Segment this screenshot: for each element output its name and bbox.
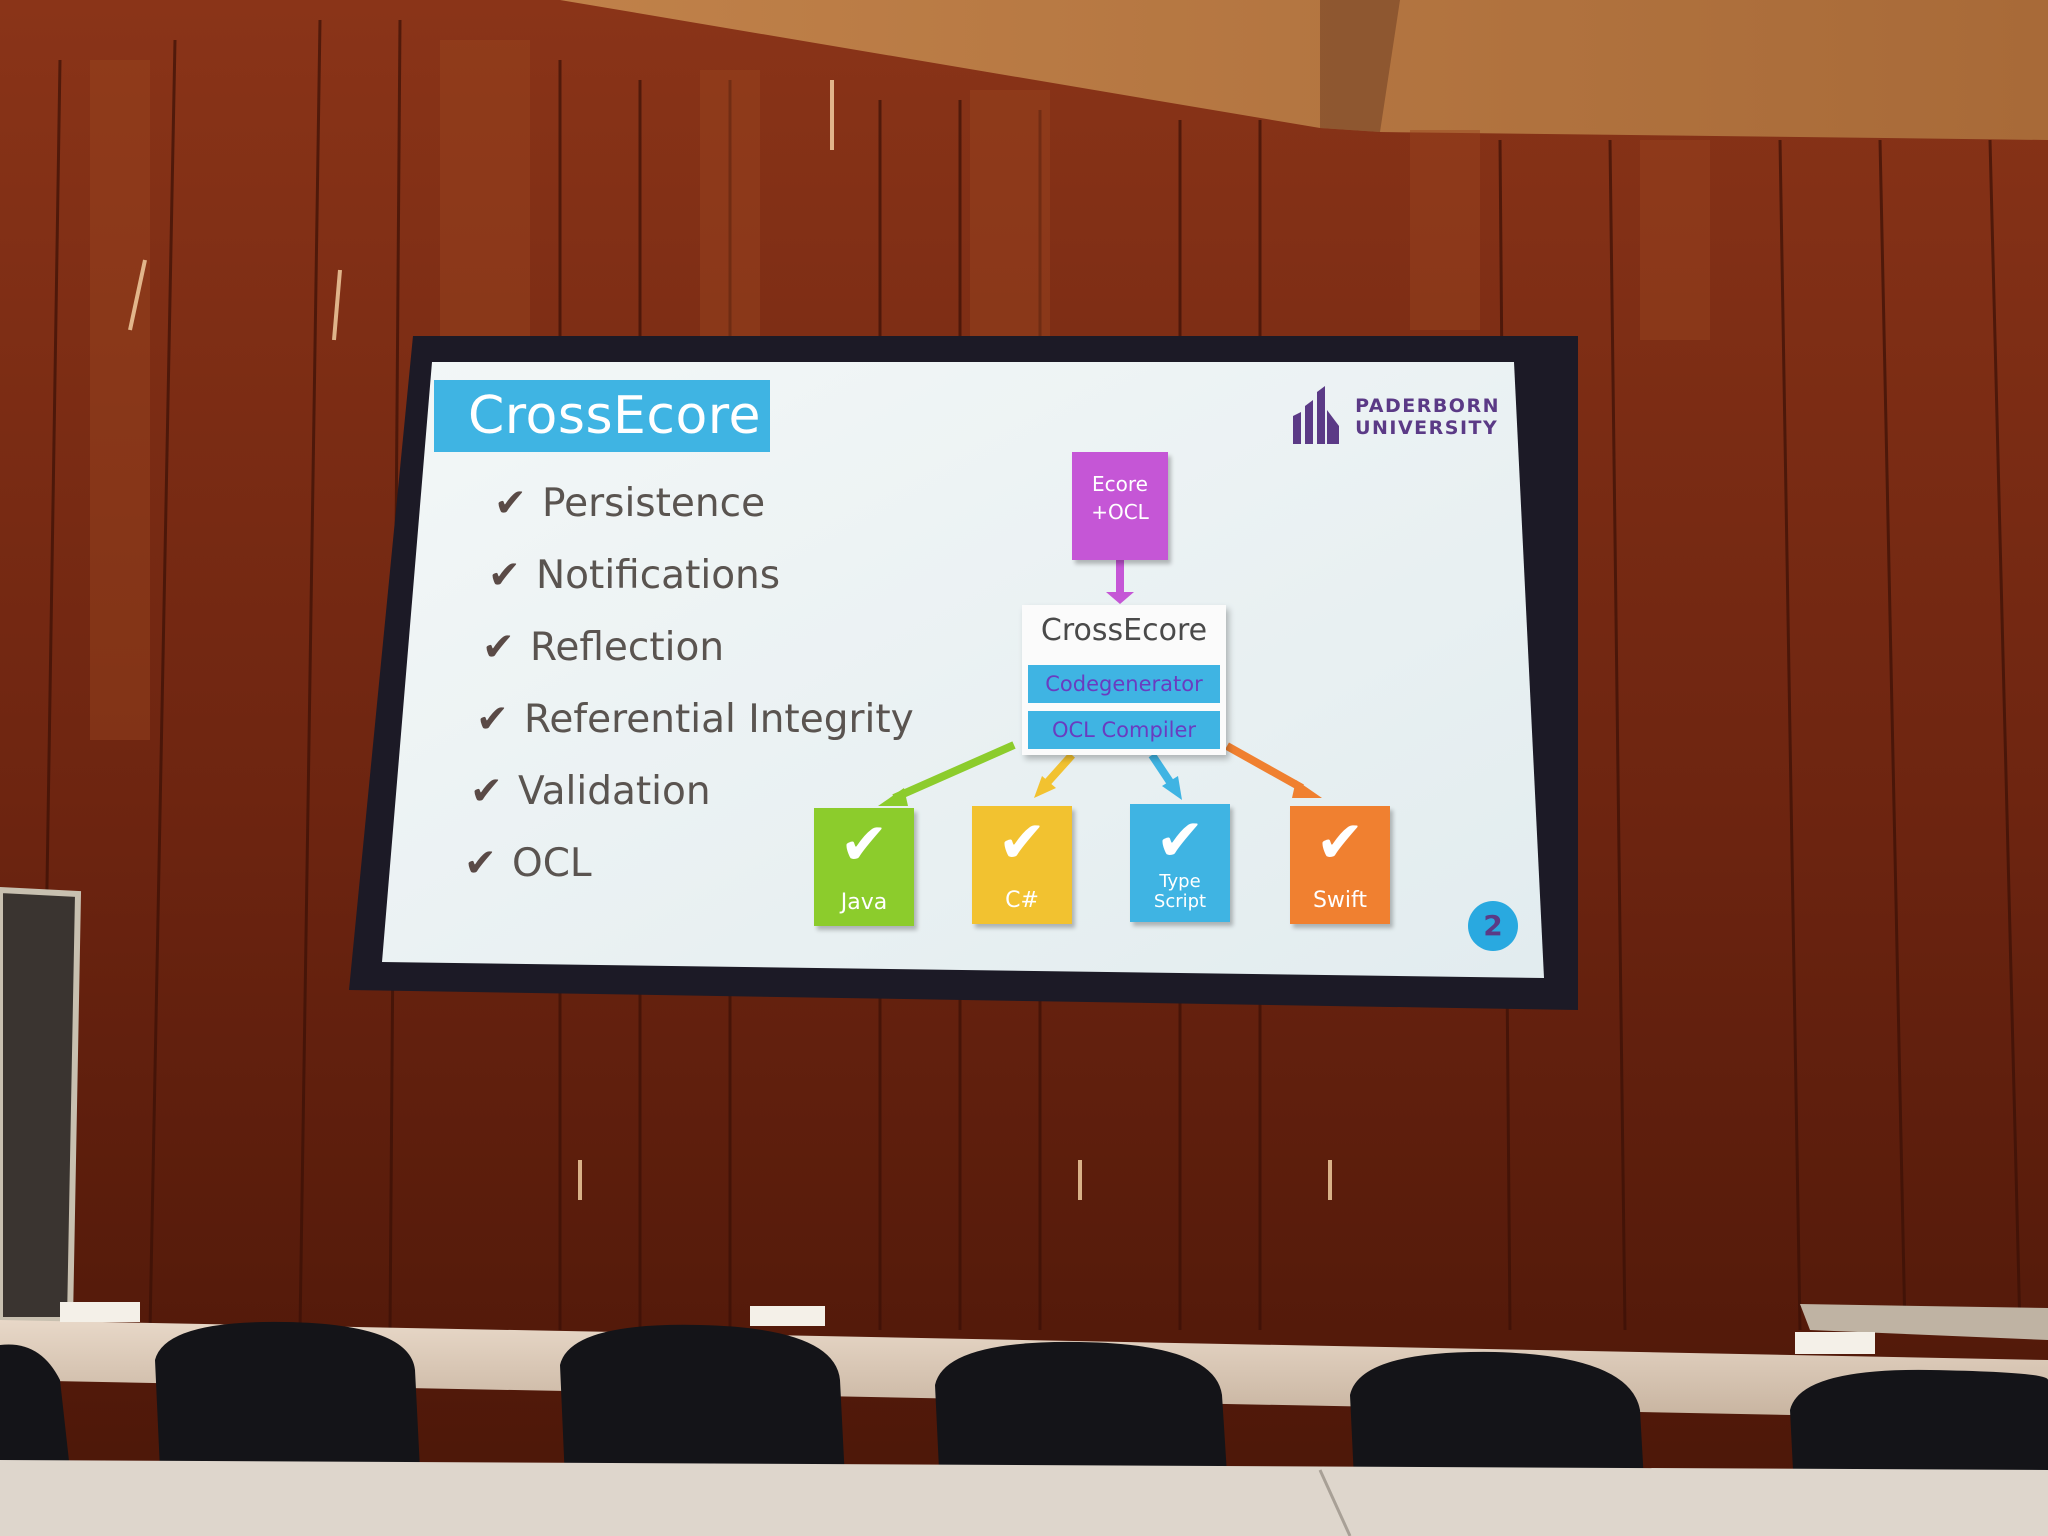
target-label: C# bbox=[1005, 888, 1039, 913]
logo-line-1: PADERBORN bbox=[1355, 395, 1500, 417]
crossecore-box-title: CrossEcore bbox=[1040, 613, 1208, 648]
list-item: ✔ Notifications bbox=[488, 540, 914, 612]
target-label: Java bbox=[840, 890, 888, 915]
arrow-to-swift bbox=[1225, 742, 1322, 798]
list-item: ✔ Persistence bbox=[494, 468, 914, 540]
front-table bbox=[0, 1460, 2048, 1536]
diagram-arrows bbox=[878, 560, 1322, 806]
right-table bbox=[1800, 1304, 2048, 1340]
whiteboard bbox=[0, 886, 82, 1323]
ecore-label: Ecore bbox=[1092, 472, 1148, 496]
acoustic-panels bbox=[90, 40, 1710, 740]
logo-line-2: UNIVERSITY bbox=[1355, 417, 1499, 439]
power-strip-1 bbox=[60, 1302, 140, 1322]
target-java: ✔ Java bbox=[814, 808, 914, 926]
check-icon: ✔ bbox=[482, 625, 515, 670]
bullet-text: Validation bbox=[518, 769, 711, 814]
power-strip-2 bbox=[750, 1306, 825, 1326]
check-icon: ✔ bbox=[494, 481, 527, 526]
ocl-compiler-label: OCL Compiler bbox=[1028, 711, 1220, 749]
bullet-text: OCL bbox=[512, 841, 592, 886]
checkmark-icon: ✔ bbox=[1155, 806, 1205, 874]
arrow-to-typescript bbox=[1148, 752, 1182, 800]
target-swift: ✔ Swift bbox=[1290, 806, 1390, 924]
bullet-text: Notifications bbox=[536, 553, 781, 598]
list-item: ✔ Referential Integrity bbox=[476, 684, 914, 756]
target-label-line-1: Type bbox=[1159, 871, 1201, 892]
presentation-slide: CrossEcore ✔Persistence ✔Notifications ✔… bbox=[382, 360, 1544, 975]
checkmark-icon: ✔ bbox=[997, 808, 1047, 876]
check-icon: ✔ bbox=[488, 553, 521, 598]
target-label-line-2: Script bbox=[1153, 891, 1207, 912]
list-item: ✔ Validation bbox=[470, 756, 914, 828]
arrow-to-csharp bbox=[1034, 752, 1075, 798]
target-label: Swift bbox=[1312, 888, 1368, 913]
ceiling bbox=[0, 0, 2048, 140]
bullet-text: Referential Integrity bbox=[524, 697, 914, 742]
list-item: ✔ Reflection bbox=[482, 612, 914, 684]
target-csharp: ✔ C# bbox=[972, 806, 1072, 924]
university-logo: PADERBORN UNIVERSITY bbox=[1291, 384, 1500, 450]
target-label: Type Script bbox=[1130, 872, 1230, 912]
check-icon: ✔ bbox=[470, 769, 503, 814]
check-icon: ✔ bbox=[464, 841, 497, 886]
arrow-to-java bbox=[878, 741, 1016, 806]
slide-title: CrossEcore bbox=[434, 380, 770, 452]
light-reflections bbox=[128, 80, 1332, 1200]
bullet-text: Reflection bbox=[530, 625, 725, 670]
codegenerator-label: Codegenerator bbox=[1028, 665, 1220, 703]
ocl-label: +OCL bbox=[1091, 500, 1149, 524]
power-strip-3 bbox=[1795, 1332, 1875, 1354]
logo-text: PADERBORN UNIVERSITY bbox=[1355, 395, 1500, 439]
crossecore-box: CrossEcore Codegenerator OCL Compiler bbox=[1022, 605, 1226, 755]
bullet-list: ✔Persistence ✔Notifications ✔Reflection … bbox=[458, 468, 914, 900]
checkmark-icon: ✔ bbox=[1315, 808, 1365, 876]
check-icon: ✔ bbox=[476, 697, 509, 742]
checkmark-icon: ✔ bbox=[839, 810, 889, 878]
arrow-to-core bbox=[1106, 560, 1134, 604]
screen-surface bbox=[382, 362, 1544, 978]
ceiling-shadow bbox=[1320, 0, 1400, 132]
ecore-ocl-box: Ecore +OCL bbox=[1072, 452, 1168, 560]
university-logo-icon bbox=[1293, 386, 1340, 444]
bullet-text: Persistence bbox=[542, 481, 766, 526]
list-item: ✔ OCL bbox=[464, 828, 914, 900]
page-number-badge: 2 bbox=[1468, 901, 1518, 951]
target-typescript: ✔ Type Script bbox=[1130, 804, 1230, 922]
